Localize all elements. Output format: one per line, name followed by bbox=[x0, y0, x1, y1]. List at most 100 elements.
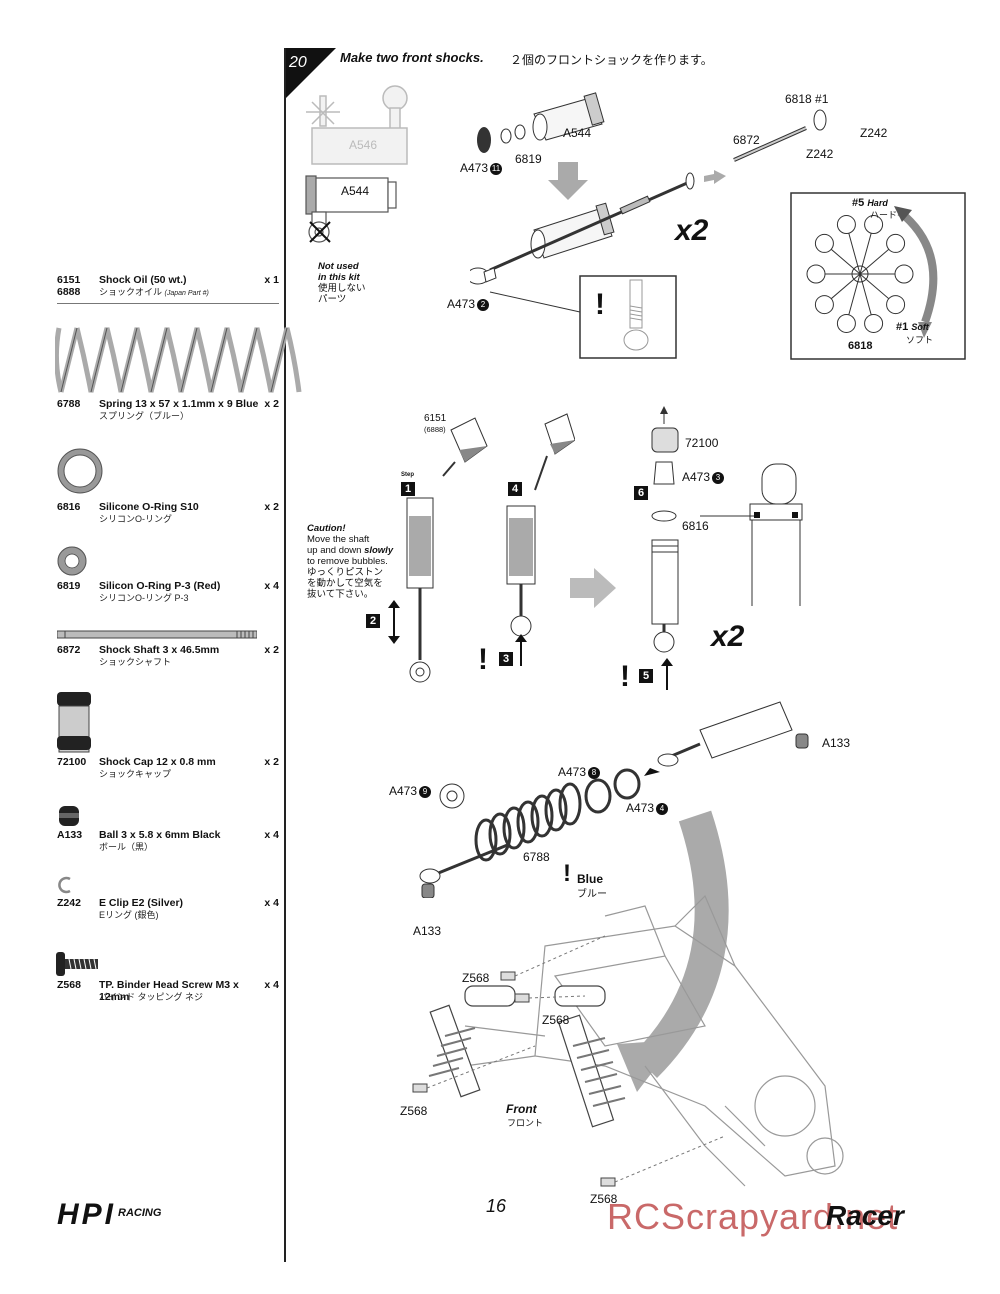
caution-title: Caution! bbox=[307, 523, 346, 534]
label-front: Front bbox=[506, 1102, 537, 1116]
hpi-logo: HPI bbox=[57, 1198, 117, 1231]
badge-4: 4 bbox=[656, 802, 669, 815]
watermark: RCScrapyard.net bbox=[607, 1196, 899, 1237]
up-arrow-icon-3 bbox=[515, 634, 527, 666]
label-a473-9-text: A473 bbox=[389, 784, 418, 798]
caution-line-1: Move the shaft bbox=[307, 534, 370, 545]
part-name: Ball 3 x 5.8 x 6mm Black bbox=[99, 829, 221, 841]
column-divider bbox=[284, 48, 286, 1262]
label-z242-b: Z242 bbox=[806, 147, 834, 161]
part-name: Spring 13 x 57 x 1.1mm x 9 Blue bbox=[99, 398, 259, 410]
up-arrow-icon-5 bbox=[661, 658, 673, 690]
piston-plate-disk bbox=[886, 295, 906, 315]
divider bbox=[57, 303, 279, 304]
caution-slowly: slowly bbox=[364, 545, 394, 556]
part-code: 6151 bbox=[57, 274, 81, 286]
piston-plate-disk bbox=[886, 233, 906, 253]
part-code: A133 bbox=[57, 829, 83, 841]
badge-8: 8 bbox=[588, 766, 601, 779]
label-blue-jp: ブルー bbox=[577, 889, 607, 900]
soft-number: #1 bbox=[896, 321, 909, 333]
label-z242-a: Z242 bbox=[860, 126, 888, 140]
part-name: Shock Cap 12 x 0.8 mm bbox=[99, 756, 216, 768]
piston-plate-disk bbox=[864, 313, 884, 333]
label-a473-4-text: A473 bbox=[626, 801, 655, 815]
piston-plate-disk bbox=[894, 264, 914, 284]
part-code: Z568 bbox=[57, 979, 81, 991]
label-a133-a: A133 bbox=[822, 736, 851, 750]
label-z568-c: Z568 bbox=[400, 1104, 428, 1118]
piston-plate-disk bbox=[814, 233, 834, 253]
label-a473-11-text: A473 bbox=[460, 161, 489, 175]
label-a544-left: A544 bbox=[341, 184, 370, 198]
step-2-badge: 2 bbox=[366, 614, 380, 628]
attention-icon-blue: ! bbox=[563, 860, 571, 887]
part-name-jp: Eリング (銀色) bbox=[99, 910, 159, 920]
label-6888: (6888) bbox=[424, 425, 446, 434]
shock-body-diagram bbox=[305, 85, 408, 243]
caution-jp-2: を動かして空気を bbox=[307, 578, 383, 589]
piston-plate-disk bbox=[814, 295, 834, 315]
label-z568-d: Z568 bbox=[590, 1192, 618, 1206]
label-front-jp: フロント bbox=[507, 1118, 544, 1128]
hard-text-jp: ハード bbox=[870, 210, 898, 220]
part-qty: x 2 bbox=[264, 644, 279, 656]
soft-label: #1 Soft bbox=[896, 321, 929, 333]
soft-text-jp: ソフト bbox=[906, 335, 934, 345]
caution-line-3: to remove bubbles. bbox=[307, 556, 388, 567]
part-qty: x 4 bbox=[264, 897, 279, 909]
badge-11: 11 bbox=[490, 162, 503, 175]
part-name-jp: シリコンO-リング P-3 bbox=[99, 593, 189, 603]
part-code: 6872 bbox=[57, 644, 81, 656]
step-number: 20 bbox=[289, 54, 307, 71]
label-a473-3-text: A473 bbox=[682, 470, 711, 484]
piston-plate-disk bbox=[836, 313, 856, 333]
part-code-alt: 6888 bbox=[57, 286, 81, 298]
badge-3: 3 bbox=[712, 471, 725, 484]
part-name-jp: スプリング（ブルー） bbox=[99, 411, 190, 421]
piston-plate-box bbox=[790, 192, 966, 360]
label-a133-b: A133 bbox=[413, 924, 442, 938]
part-code: Z242 bbox=[57, 897, 81, 909]
label-72100: 72100 bbox=[685, 436, 719, 450]
e-clip-icon bbox=[58, 876, 71, 894]
piston-plate-disk bbox=[864, 215, 884, 235]
page-number: 16 bbox=[486, 1196, 507, 1216]
hard-text: Hard bbox=[867, 198, 888, 208]
not-used-title: Not used bbox=[318, 261, 359, 272]
step-word: Step bbox=[401, 472, 415, 478]
not-used-jp1: 使用しない bbox=[318, 283, 366, 294]
label-z568-a: Z568 bbox=[462, 971, 490, 985]
step-3-badge: 3 bbox=[499, 652, 513, 666]
oil-filling-diagram bbox=[406, 413, 575, 683]
part-name-jp: ショックキャップ bbox=[99, 769, 172, 779]
part-name: Shock Oil (50 wt.) bbox=[99, 274, 187, 286]
part-name: Silicone O-Ring S10 bbox=[99, 501, 199, 513]
hard-number: #5 bbox=[852, 197, 865, 209]
caution-jp-1: ゆっくりピストン bbox=[307, 567, 384, 578]
label-6818-1: 6818 #1 bbox=[785, 92, 829, 106]
quantity-x2-top: x2 bbox=[675, 214, 709, 247]
attention-detail-box bbox=[489, 275, 677, 359]
step-4-badge: 4 bbox=[508, 482, 522, 496]
label-6816: 6816 bbox=[682, 519, 709, 533]
part-qty: x 4 bbox=[264, 580, 279, 592]
oring-s10-icon bbox=[57, 448, 103, 494]
screw-icon bbox=[56, 952, 98, 976]
label-6872: 6872 bbox=[733, 133, 760, 147]
oring-p3-icon bbox=[57, 546, 87, 576]
part-qty: x 1 bbox=[264, 274, 279, 286]
shock-assembly-top-diagram bbox=[470, 92, 827, 285]
shock-shaft-icon bbox=[57, 630, 257, 639]
label-6818: 6818 bbox=[848, 340, 873, 352]
part-name-jp: ショックオイル bbox=[99, 287, 163, 297]
step-title: Make two front shocks. bbox=[340, 50, 484, 65]
hard-label: #5 Hard bbox=[852, 197, 888, 209]
label-a473-2-text: A473 bbox=[447, 297, 476, 311]
part-qty: x 4 bbox=[264, 829, 279, 841]
not-used-subtitle: in this kit bbox=[318, 272, 360, 283]
